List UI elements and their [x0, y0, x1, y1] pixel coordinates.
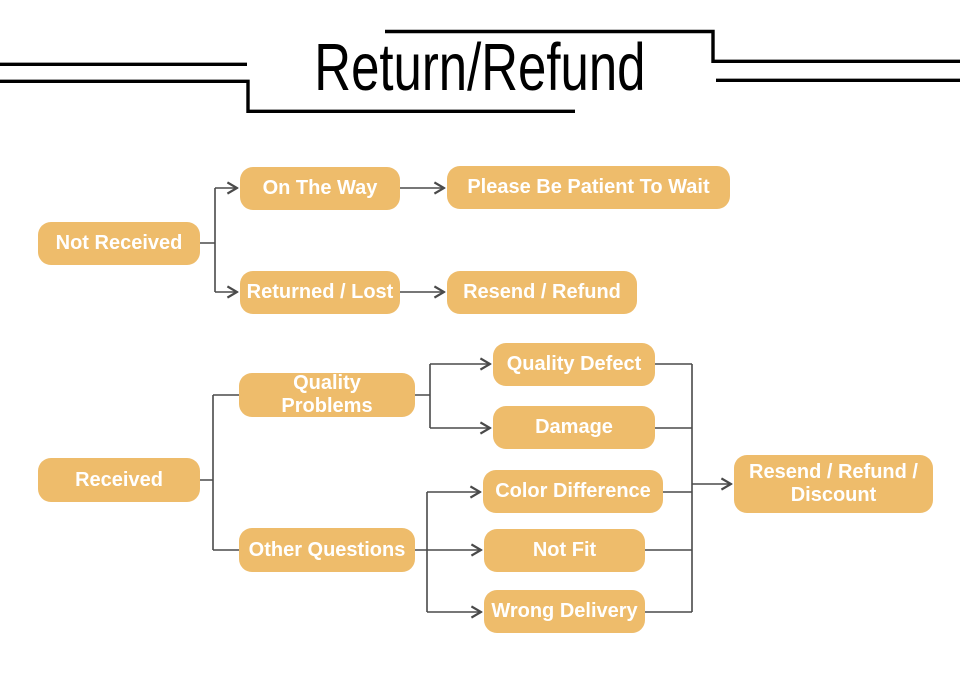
- connectors-quality-problems: [415, 364, 490, 428]
- node-not-received: Not Received: [38, 222, 200, 265]
- node-color-difference: Color Difference: [483, 470, 663, 513]
- connector-quality-trunk: [415, 364, 431, 428]
- node-received: Received: [38, 458, 200, 502]
- node-on-the-way: On The Way: [240, 167, 400, 210]
- title-decoration-lines: [0, 29, 960, 113]
- node-quality-problems: Quality Problems: [239, 372, 415, 417]
- connector-not-received-trunk: [200, 188, 216, 292]
- node-not-fit: Not Fit: [484, 529, 645, 572]
- node-wrong-delivery: Wrong Delivery: [484, 590, 645, 633]
- node-damage: Damage: [493, 406, 655, 449]
- node-resend-refund: Resend / Refund: [447, 271, 637, 314]
- node-other-questions: Other Questions: [239, 528, 415, 572]
- node-quality-defect: Quality Defect: [493, 343, 655, 386]
- connectors-other-questions: [415, 492, 481, 612]
- connectors-merge: [645, 363, 731, 613]
- connector-received-trunk: [200, 394, 239, 551]
- title-rule-top-right: [385, 29, 960, 63]
- node-please-be-patient-to-wait: Please Be Patient To Wait: [447, 166, 730, 209]
- node-resend-refund-discount: Resend / Refund / Discount: [734, 455, 933, 513]
- connectors-not-received: [200, 188, 444, 292]
- connector-merge-trunk: [645, 363, 693, 613]
- node-returned-lost: Returned / Lost: [240, 271, 400, 314]
- title-rule-left-lower-underline: [0, 79, 575, 113]
- connectors-received: [200, 394, 239, 551]
